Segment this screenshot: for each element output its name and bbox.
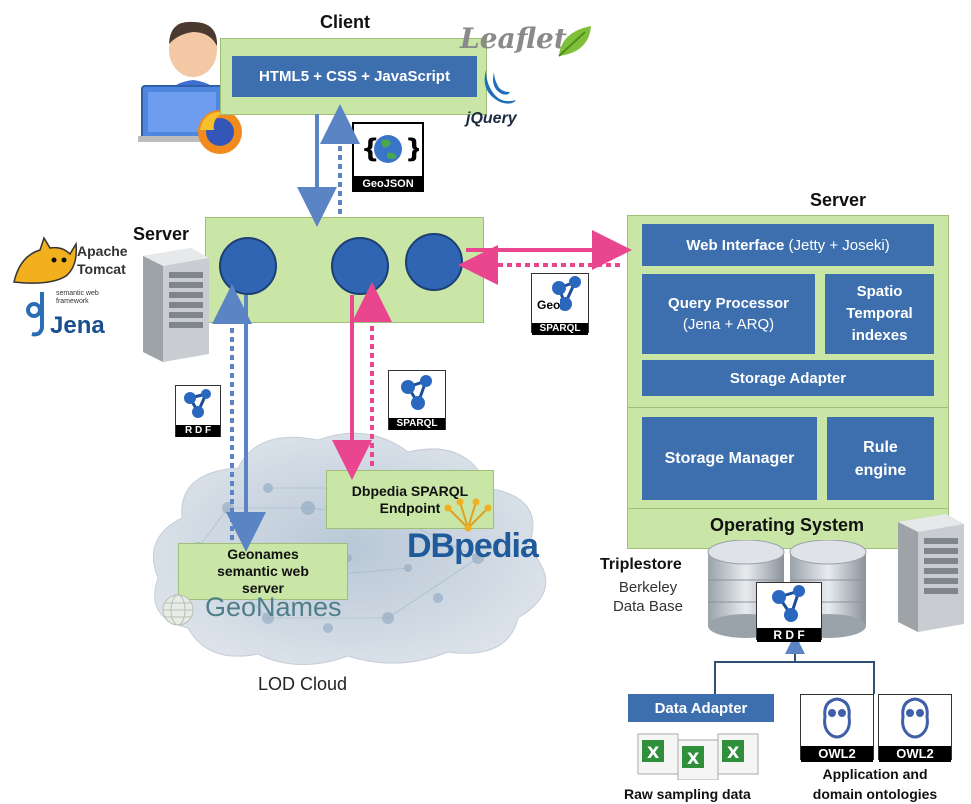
leaf-icon [555, 22, 595, 65]
rule-engine-label: Rule engine [854, 438, 907, 479]
dbpedia-logo: DBpedia [407, 527, 539, 565]
globe-icon: { } [357, 127, 424, 176]
leaflet-logo: Leaflet [460, 22, 567, 55]
geonames-logo: GeoNames [205, 592, 342, 622]
svg-text:X: X [727, 743, 740, 762]
svg-text:}: } [405, 134, 419, 164]
storage-adapter-box: Storage Adapter [642, 360, 934, 396]
client-title: Client [320, 12, 371, 32]
user-avatar-icon [138, 14, 248, 164]
apache-label: Apache [77, 243, 128, 259]
jquery-swirl-icon [480, 66, 520, 117]
jena-icon [22, 288, 64, 343]
triplestore-sub: Berkeley Data Base [612, 579, 684, 615]
owl2-label-2: OWL2 [879, 746, 951, 762]
query-processor-label: Query Processor [668, 295, 789, 312]
geojson-badge: { } GeoJSON [352, 122, 424, 192]
svg-text:{: { [361, 134, 380, 164]
owl2-badge-1: OWL2 [800, 694, 874, 762]
query-processor-detail: (Jena + ARQ) [682, 316, 775, 333]
sparql-badge: SPARQL [388, 370, 446, 430]
server-right-tower-icon [888, 512, 968, 639]
raw-sampling-label: Raw sampling data [624, 786, 751, 802]
owl-icon-1 [817, 695, 857, 746]
storage-manager-box: Storage Manager [642, 417, 817, 500]
client-tech-box: HTML5 + CSS + JavaScript [232, 56, 477, 97]
data-adapter-box: Data Adapter [628, 694, 774, 722]
rdf-triplestore-graph-icon [763, 583, 815, 628]
geosparql-graph-icon: Geo [535, 274, 585, 323]
geo-label: Geo [537, 298, 561, 312]
jquery-logo: jQuery [466, 110, 517, 127]
lod-cloud-caption: LOD Cloud [258, 674, 348, 694]
jena-tagline: semantic web framework [56, 290, 99, 305]
web-interface-box: Web Interface (Jetty + Joseki) [642, 224, 934, 266]
sparql-graph-icon [394, 371, 440, 418]
rdf-badge-triplestore: R D F [756, 582, 822, 642]
operating-system-label: Operating System [709, 515, 865, 535]
server-left-tower-icon [133, 246, 213, 369]
tomcat-label: Tomcat [77, 261, 126, 277]
server-right-title: Server [810, 190, 867, 210]
dbpedia-network-icon [440, 498, 496, 537]
owl2-badge-2: OWL2 [878, 694, 952, 762]
server-right-divider [627, 407, 948, 408]
geosparql-badge: Geo SPARQL [531, 273, 589, 335]
geonames-globe-icon [160, 592, 196, 633]
dbpedia-endpoint-label: Dbpedia SPARQL Endpoint [351, 482, 469, 516]
triplestore-title: Triplestore [600, 556, 682, 573]
svg-text:X: X [647, 743, 660, 762]
spatio-temporal-box: Spatio Temporal indexes [825, 274, 934, 354]
web-interface-detail: (Jetty + Joseki) [784, 236, 890, 254]
server-left-title: Server [133, 224, 190, 244]
rdf-badge-left: R D F [175, 385, 221, 437]
rule-engine-box: Rule engine [827, 417, 934, 500]
sparql-label: SPARQL [389, 418, 445, 430]
rdf-triplestore-label: R D F [757, 628, 821, 642]
geojson-label: GeoJSON [354, 176, 422, 192]
jena-label: Jena [50, 312, 105, 339]
tomcat-icon [10, 236, 80, 291]
svg-text:X: X [687, 749, 700, 768]
spatio-temporal-label: Spatio Temporal indexes [846, 283, 913, 344]
query-processor-box: Query Processor (Jena + ARQ) [642, 274, 815, 354]
geonames-server-box: Geonames semantic web server [178, 543, 348, 600]
rdf-graph-icon [178, 386, 218, 425]
owl2-label-1: OWL2 [801, 746, 873, 762]
server-right-divider-os [627, 508, 948, 509]
excel-files-icon: X X X [632, 730, 772, 785]
web-interface-label: Web Interface [686, 236, 785, 254]
owl-icon-2 [895, 695, 935, 746]
ontologies-label: Application and domain ontologies [812, 766, 938, 802]
rdf-label: R D F [176, 425, 220, 437]
bottom-connector [714, 661, 875, 694]
geosparql-label: SPARQL [532, 323, 588, 335]
